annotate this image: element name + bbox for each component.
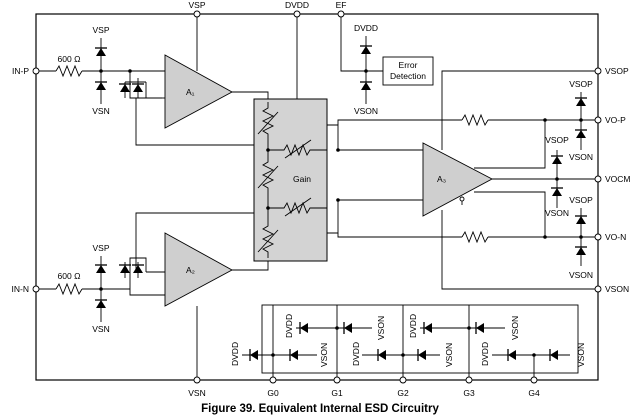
g1-dvdd-label: DVDD	[284, 314, 294, 338]
g0-dvdd-label: DVDD	[230, 342, 240, 366]
amplifier-a1: A₁	[164, 54, 233, 129]
pin-g4-label: G4	[528, 388, 540, 398]
vocm-vson-label: VSON	[545, 208, 569, 218]
vo-p-vsop-diode	[574, 97, 588, 107]
in-p-resistor-label: 600 Ω	[58, 54, 81, 64]
pin-in-p-label: IN-P	[12, 66, 29, 76]
feedback-resistor-p	[461, 113, 489, 127]
ef-dvdd-diode	[359, 45, 373, 55]
vocm-vsop-diode	[550, 155, 564, 165]
in-n-vsn-label: VSN	[92, 324, 109, 334]
in-n-vsn-diode	[94, 299, 108, 309]
ef-dvdd-label: DVDD	[354, 23, 378, 33]
g0-vson-label: VSON	[319, 343, 329, 367]
amplifier-a3: A₃	[422, 142, 493, 217]
g1-vson-diode	[343, 321, 353, 335]
pin-vo-n: VO-N	[594, 232, 626, 242]
g4-vson-label: VSON	[576, 343, 586, 367]
in-p-resistor	[55, 64, 83, 78]
amplifier-a3-label: A₃	[437, 174, 446, 184]
vo-n-vson-label: VSON	[569, 270, 593, 280]
pin-g3-label: G3	[463, 388, 475, 398]
in-p-vsp-label: VSP	[92, 25, 109, 35]
feedback-resistor-n	[461, 230, 489, 244]
figure-caption: Figure 39. Equivalent Internal ESD Circu…	[201, 403, 439, 415]
g2-dvdd-diode	[377, 348, 387, 362]
pin-in-n-label: IN-N	[12, 284, 29, 294]
vo-n-vson-diode	[574, 246, 588, 256]
pin-vson: VSON	[594, 284, 629, 294]
amplifier-a2-label: A₂	[186, 265, 195, 275]
gain-block: Gain	[253, 98, 328, 262]
gain-resistor-2	[261, 150, 275, 208]
pin-g1-label: G1	[331, 388, 343, 398]
g1-vson-label: VSON	[376, 316, 386, 340]
in-n-input-network: 600 Ω VSP VSN	[39, 243, 165, 334]
error-detection-line-1: Error	[399, 60, 418, 70]
g0-dvdd-diode	[249, 348, 259, 362]
g0-vson-diode	[289, 348, 299, 362]
in-n-bridge-diode-b	[131, 264, 145, 274]
vo-n-vsop-label: VSOP	[569, 195, 593, 205]
vo-n-vsop-diode	[574, 215, 588, 225]
in-p-vsn-diode	[94, 81, 108, 91]
pin-dvdd-top: DVDD	[285, 0, 309, 18]
in-p-input-network: 600 Ω VSP VSN	[39, 25, 165, 116]
pin-vo-p-label: VO-P	[605, 115, 626, 125]
pin-in-p: IN-P	[12, 66, 40, 76]
pin-in-n: IN-N	[12, 284, 40, 294]
pin-vo-n-label: VO-N	[605, 232, 626, 242]
vo-p-vson-label: VSON	[569, 152, 593, 162]
in-p-vsp-diode	[94, 47, 108, 57]
error-detection-block: Error Detection	[382, 56, 434, 86]
pin-g0: G0	[267, 376, 279, 398]
vo-p-vsop-label: VSOP	[569, 79, 593, 89]
g3-dvdd-label: DVDD	[408, 314, 418, 338]
in-n-resistor-label: 600 Ω	[58, 271, 81, 281]
pin-vsop: VSOP	[594, 66, 629, 76]
g1-dvdd-diode	[299, 321, 309, 335]
g4-dvdd-diode	[507, 348, 517, 362]
g2-vson-diode	[417, 348, 427, 362]
in-n-resistor	[55, 282, 83, 296]
pin-ef-label: EF	[336, 0, 347, 10]
pin-vsn-label: VSN	[188, 388, 205, 398]
in-p-bridge-diode-b	[131, 83, 145, 93]
vo-p-vson-diode	[574, 129, 588, 139]
g3-vson-label: VSON	[510, 316, 520, 340]
pin-vsop-label: VSOP	[605, 66, 629, 76]
in-n-bridge-diode-a	[118, 264, 132, 274]
vocm-vsop-label: VSOP	[545, 135, 569, 145]
pin-vsp-label: VSP	[188, 0, 205, 10]
gain-resistor-1	[261, 102, 275, 150]
error-detection-line-2: Detection	[390, 71, 426, 81]
pin-vocm-label: VOCM	[605, 174, 631, 184]
pin-vocm: VOCM	[594, 174, 631, 184]
pin-g0-label: G0	[267, 388, 279, 398]
gain-resistor-3	[261, 208, 275, 258]
in-p-vsn-label: VSN	[92, 106, 109, 116]
g4-dvdd-label: DVDD	[480, 342, 490, 366]
in-p-bridge-diode-a	[118, 83, 132, 93]
pin-g2-label: G2	[397, 388, 409, 398]
g2-vson-label: VSON	[444, 343, 454, 367]
ef-vson-label: VSON	[354, 106, 378, 116]
gain-label: Gain	[293, 174, 311, 184]
pin-dvdd-label: DVDD	[285, 0, 309, 10]
g2-dvdd-label: DVDD	[351, 342, 361, 366]
amplifier-a1-label: A₁	[186, 87, 195, 97]
pin-vson-label: VSON	[605, 284, 629, 294]
in-n-vsp-diode	[94, 264, 108, 274]
g3-dvdd-diode	[423, 321, 433, 335]
g4-vson-diode	[549, 348, 559, 362]
in-n-vsp-label: VSP	[92, 243, 109, 253]
ef-vson-diode	[359, 81, 373, 91]
g3-vson-diode	[475, 321, 485, 335]
amplifier-a2: A₂	[164, 232, 233, 307]
gain-pin-esd-block: DVDD VSON DVDD VSON DVDD VSON DVDD VSON …	[230, 304, 586, 377]
device-outline	[35, 13, 599, 381]
vocm-vson-diode	[550, 187, 564, 197]
pin-vo-p: VO-P	[594, 115, 626, 125]
